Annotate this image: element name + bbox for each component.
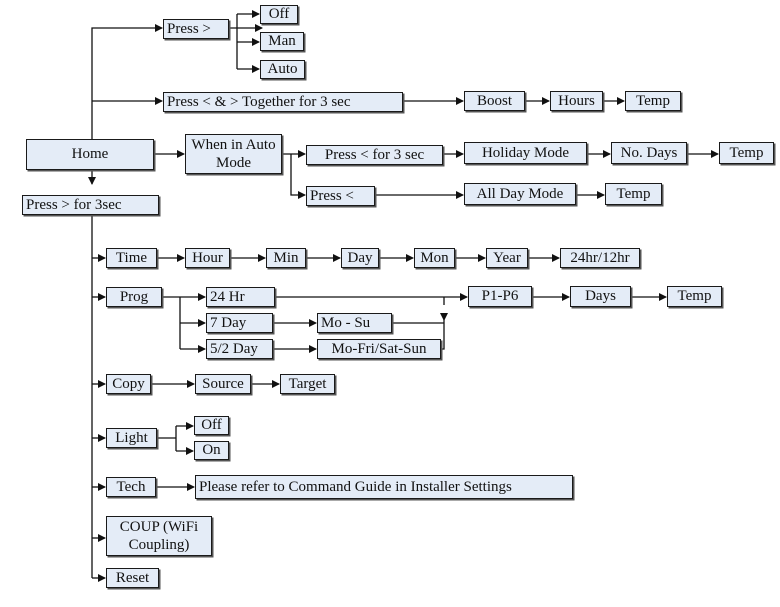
hr-format-box: 24hr/12hr xyxy=(560,248,640,268)
prog-24hr-box: 24 Hr xyxy=(206,287,275,307)
holiday-mode-box: Holiday Mode xyxy=(464,142,587,164)
source-box: Source xyxy=(195,374,251,394)
days-box: Days xyxy=(570,286,631,307)
mo-su-box: Mo - Su xyxy=(317,313,392,333)
reset-box: Reset xyxy=(106,568,159,588)
prog-box: Prog xyxy=(106,287,162,307)
when-auto-box: When in Auto Mode xyxy=(185,134,282,174)
press-right-3s-box: Press > for 3sec xyxy=(22,195,159,215)
target-box: Target xyxy=(280,374,335,394)
press-together-box: Press < & > Together for 3 sec xyxy=(163,92,403,112)
light-box: Light xyxy=(106,428,157,448)
light-off-box: Off xyxy=(194,416,229,435)
coup-box: COUP (WiFi Coupling) xyxy=(106,516,212,556)
hour-box: Hour xyxy=(185,248,230,268)
no-days-box: No. Days xyxy=(611,142,687,164)
mode-off-box: Off xyxy=(260,5,298,24)
tech-box: Tech xyxy=(106,477,156,497)
min-box: Min xyxy=(266,248,306,268)
tech-note-box: Please refer to Command Guide in Install… xyxy=(195,475,573,499)
prog-7day-box: 7 Day xyxy=(206,313,273,333)
mon-box: Mon xyxy=(414,248,455,268)
prog-52day-box: 5/2 Day xyxy=(206,339,273,359)
light-on-box: On xyxy=(194,441,229,460)
holiday-temp-box: Temp xyxy=(719,142,774,164)
prog-temp-box: Temp xyxy=(667,286,722,307)
all-day-mode-box: All Day Mode xyxy=(464,183,576,205)
mo-fri-sat-sun-box: Mo-Fri/Sat-Sun xyxy=(317,339,441,359)
time-box: Time xyxy=(106,248,157,268)
press-left-box: Press < xyxy=(306,186,375,206)
all-day-temp-box: Temp xyxy=(605,183,662,205)
mode-man-box: Man xyxy=(260,32,304,51)
boost-box: Boost xyxy=(464,91,525,111)
home-box: Home xyxy=(26,139,154,170)
p1-p6-box: P1-P6 xyxy=(468,286,532,307)
press-left-3s-box: Press < for 3 sec xyxy=(306,145,443,165)
mode-auto-box: Auto xyxy=(260,60,305,79)
year-box: Year xyxy=(486,248,528,268)
boost-temp-box: Temp xyxy=(625,91,681,111)
copy-box: Copy xyxy=(106,374,151,394)
hours-box: Hours xyxy=(550,91,603,111)
press-right-box: Press > xyxy=(163,19,229,39)
day-box: Day xyxy=(341,248,379,268)
